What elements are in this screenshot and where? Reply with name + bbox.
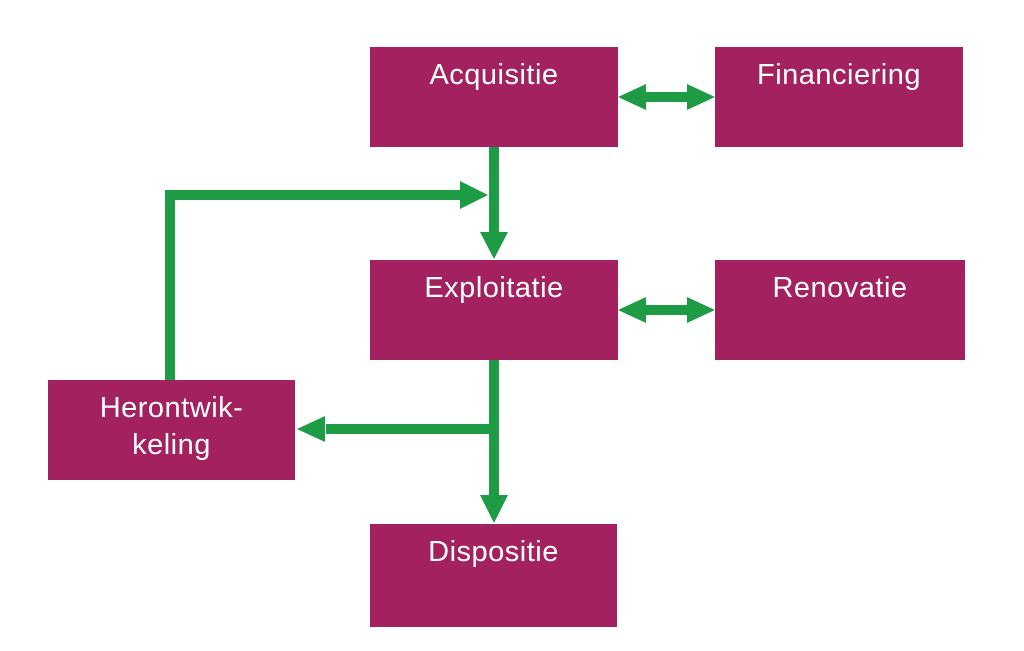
- node-acquisitie-label: Acquisitie: [429, 59, 559, 91]
- node-financiering-label: Financiering: [757, 59, 921, 91]
- arrowhead-down-icon: [480, 495, 508, 523]
- edge-herontwikkeling-exploitatie: [165, 181, 488, 380]
- arrowhead-right-icon: [687, 297, 715, 323]
- arrowhead-right-icon: [460, 181, 488, 209]
- edge-acquisitie-exploitatie: [480, 147, 508, 259]
- node-dispositie: Dispositie: [370, 524, 617, 627]
- edge-shaft: [165, 190, 461, 380]
- arrowhead-left-icon: [297, 416, 325, 442]
- node-renovatie: Renovatie: [715, 260, 965, 360]
- edge-acquisitie-financiering: [618, 84, 715, 110]
- arrowhead-right-icon: [687, 84, 715, 110]
- node-financiering: Financiering: [715, 47, 963, 147]
- node-acquisitie: Acquisitie: [370, 47, 618, 147]
- arrowhead-left-icon: [618, 84, 646, 110]
- node-exploitatie: Exploitatie: [370, 260, 618, 360]
- node-exploitatie-label: Exploitatie: [424, 272, 564, 304]
- node-renovatie-label: Renovatie: [772, 272, 908, 304]
- edge-exploitatie-renovatie: [618, 297, 715, 323]
- arrowhead-down-icon: [480, 232, 508, 259]
- node-herontwikkeling: Herontwik- keling: [48, 380, 295, 480]
- edge-exploitatie-dispositie: [480, 359, 508, 523]
- node-herontwikkeling-label: Herontwik- keling: [99, 392, 244, 461]
- edge-exploitatie-herontwikkeling: [297, 416, 494, 442]
- node-dispositie-label: Dispositie: [428, 536, 559, 568]
- arrowhead-left-icon: [618, 297, 646, 323]
